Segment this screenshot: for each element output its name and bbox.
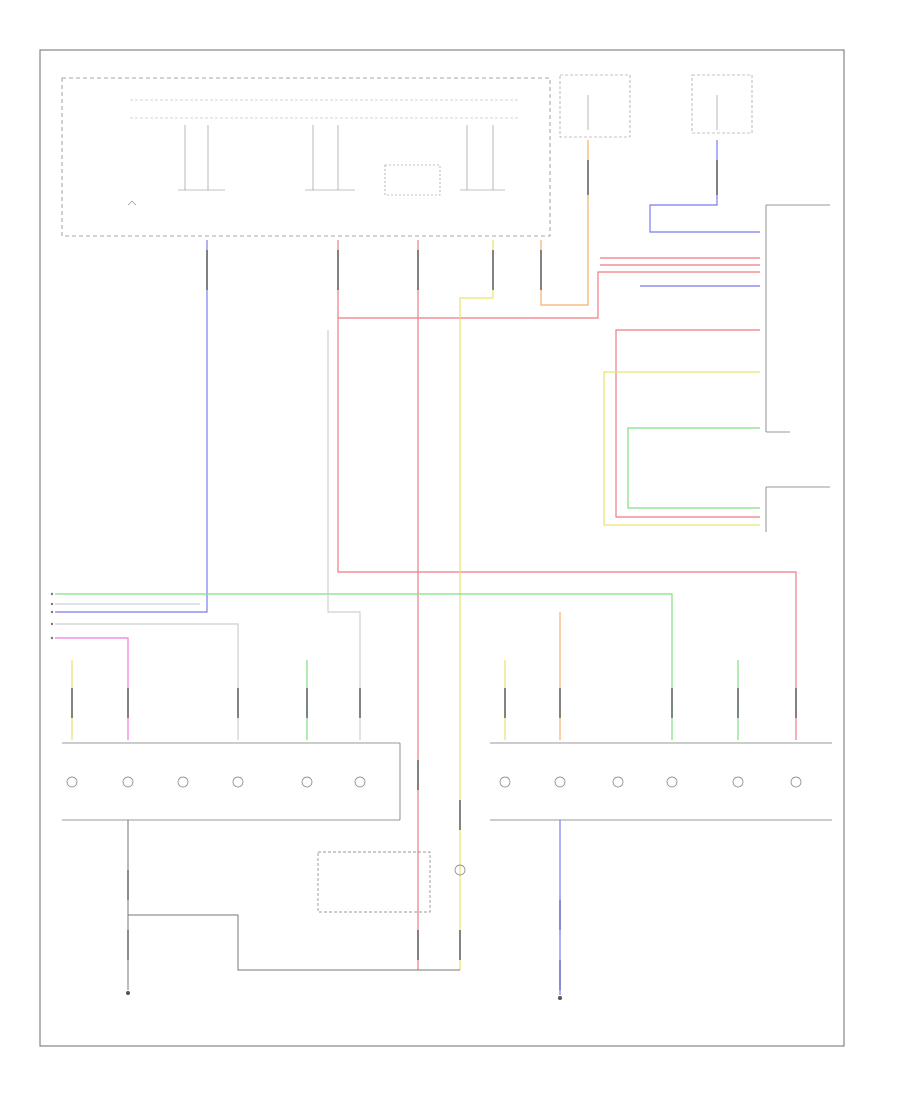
- wire-green-bus: [55, 593, 673, 740]
- wire-red-trailer: [337, 240, 797, 740]
- diagram-frame: [39, 49, 845, 1047]
- wire-yellow-connector: [603, 371, 760, 526]
- ground-right: [558, 996, 562, 1000]
- connector-stubs: [71, 160, 797, 990]
- wire-red-upper: [338, 271, 760, 319]
- wire-green-connector: [627, 427, 760, 509]
- wire-orange: [540, 140, 589, 306]
- lighting-control-module: [61, 77, 551, 237]
- wire-blue-left: [55, 240, 208, 613]
- bus-terminals: [50, 592, 54, 640]
- wire-gray-2: [55, 623, 239, 740]
- wire-yellow-main: [459, 240, 494, 970]
- left-tail-lamp-assembly: [62, 742, 401, 821]
- hot-at-all-times-fuse-1: [559, 74, 631, 138]
- right-tail-lamp-assembly: [490, 742, 832, 821]
- wire-gray-1: [327, 330, 361, 740]
- wire-black-lamp: [128, 914, 460, 971]
- wire-blue-fuse: [649, 140, 760, 233]
- wire-pink: [55, 637, 129, 740]
- trailer-connector: [765, 204, 830, 532]
- hot-at-all-times-fuse-2: [691, 74, 753, 134]
- license-lamp-assembly: [317, 851, 466, 913]
- wire-red-stop: [615, 329, 760, 518]
- ground-left: [126, 991, 130, 995]
